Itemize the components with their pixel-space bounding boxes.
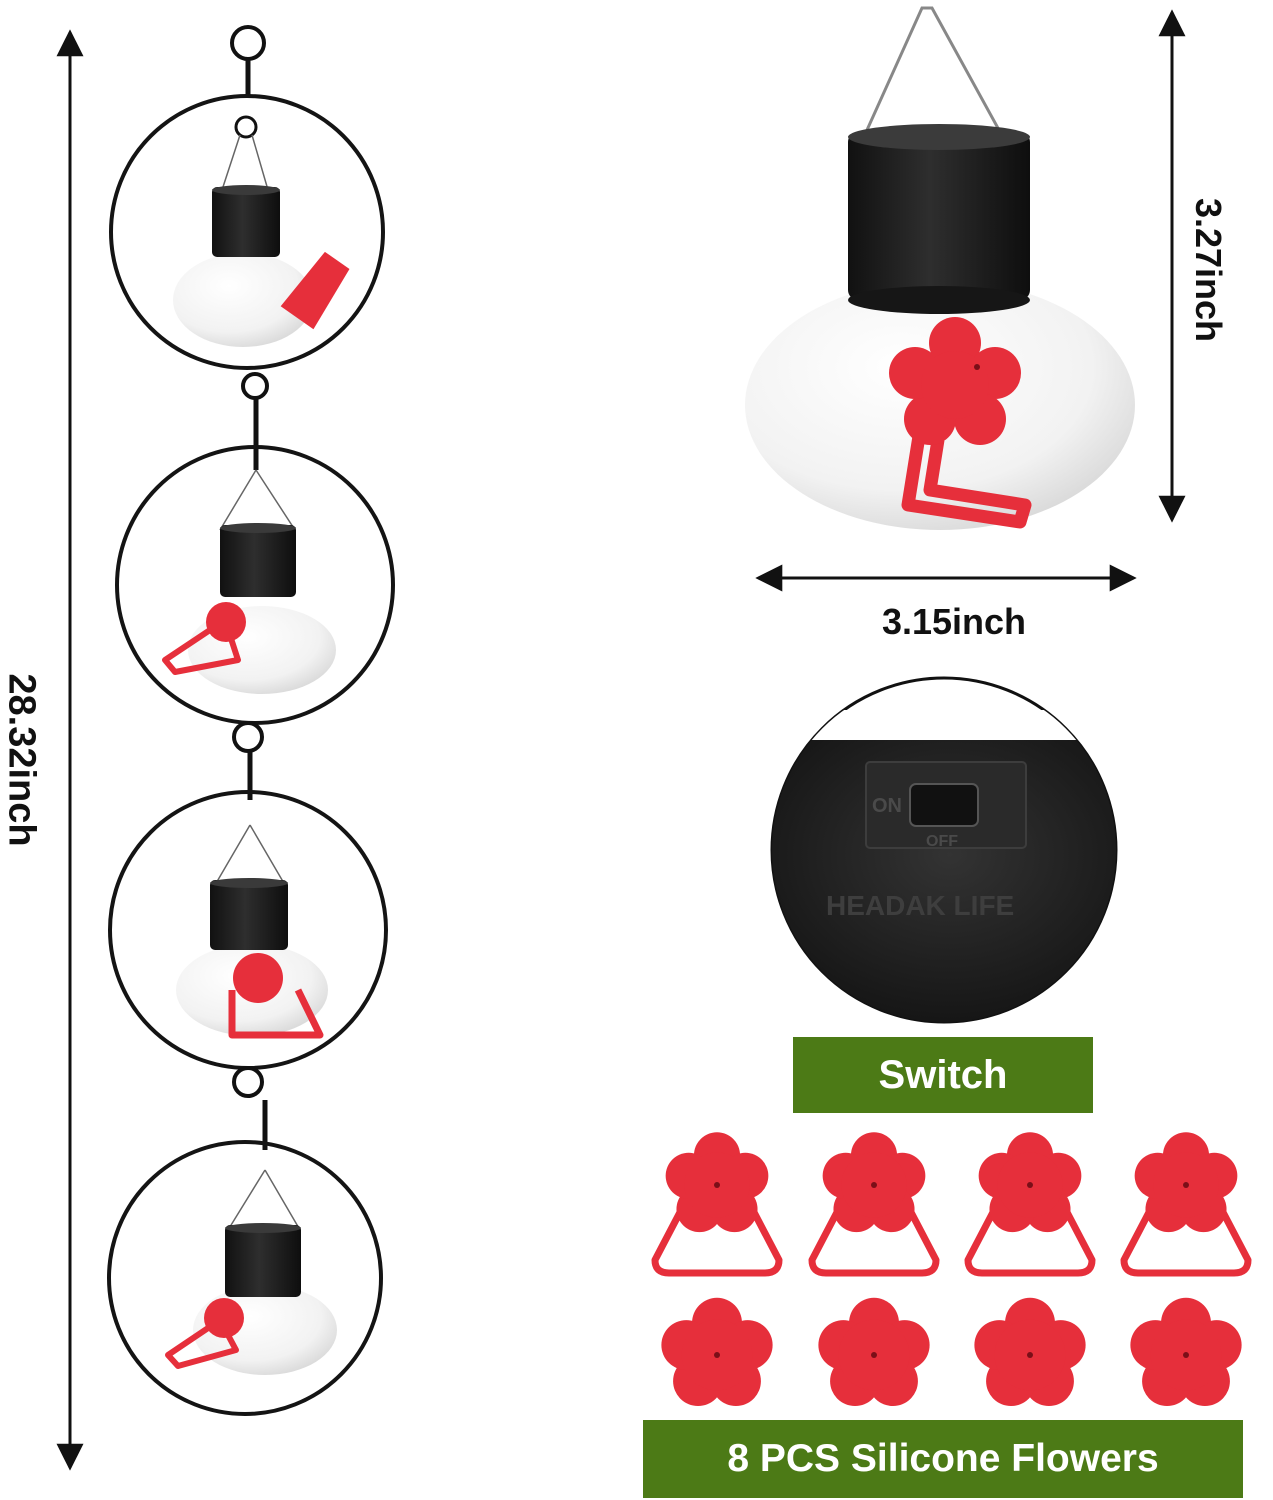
feeder-closeup [745, 6, 1135, 530]
flower-with-handle-4 [1120, 1132, 1252, 1277]
flowers-label: 8 PCS Silicone Flowers [643, 1420, 1243, 1498]
feeder-ring-3 [108, 721, 388, 1070]
switch-label: Switch [793, 1037, 1093, 1113]
flowers-plain [661, 1297, 1242, 1407]
feeder-ring-2 [115, 372, 395, 725]
power-switch [909, 783, 979, 827]
flower-plain-3 [974, 1297, 1086, 1407]
flower-feed-port [889, 317, 1021, 445]
feeder-ring-1 [109, 25, 385, 370]
feeder-ring-4 [107, 1066, 383, 1416]
flowers-with-handle [651, 1132, 1252, 1277]
total-height-label: 28.32inch [0, 673, 43, 847]
switch-off-marking: OFF [926, 833, 958, 850]
flower-with-handle-2 [808, 1132, 940, 1277]
switch-closeup: ON OFF HEADAK LIFE [770, 676, 1118, 1024]
switch-on-marking: ON [872, 795, 902, 817]
flower-plain-2 [818, 1297, 930, 1407]
flower-with-handle-1 [651, 1132, 783, 1277]
feeder-height-label: 3.27inch [1188, 197, 1229, 343]
brand-marking: HEADAK LIFE [826, 890, 1014, 921]
flower-plain-1 [661, 1297, 773, 1407]
feeder-width-label: 3.15inch [881, 601, 1027, 642]
flower-with-handle-3 [964, 1132, 1096, 1277]
flower-plain-4 [1130, 1297, 1242, 1407]
